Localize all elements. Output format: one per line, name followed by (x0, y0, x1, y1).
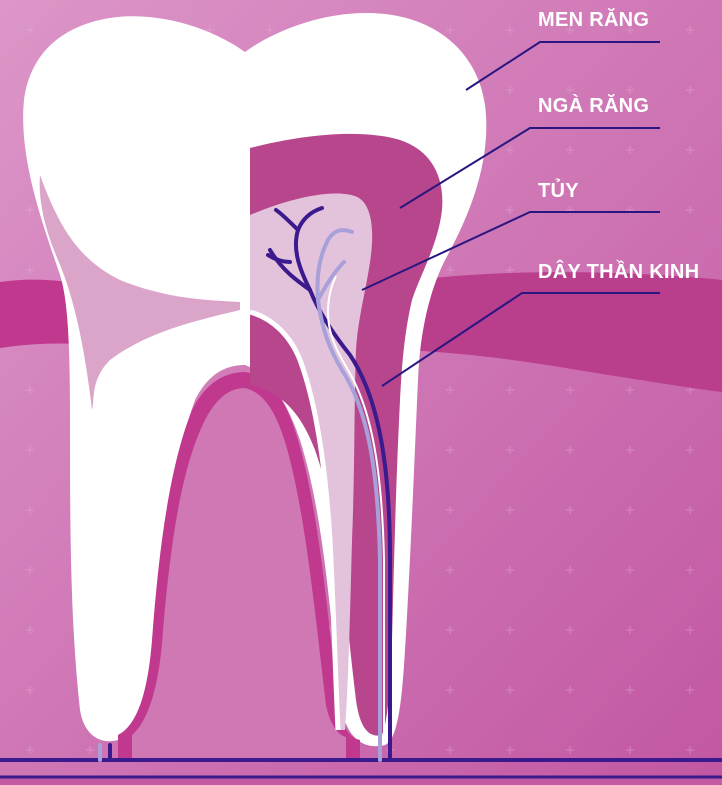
label-pulp: TỦY (538, 181, 579, 201)
label-enamel: MEN RĂNG (538, 10, 649, 30)
label-dentin: NGÀ RĂNG (538, 96, 649, 116)
label-nerve: DÂY THẦN KINH (538, 262, 699, 282)
